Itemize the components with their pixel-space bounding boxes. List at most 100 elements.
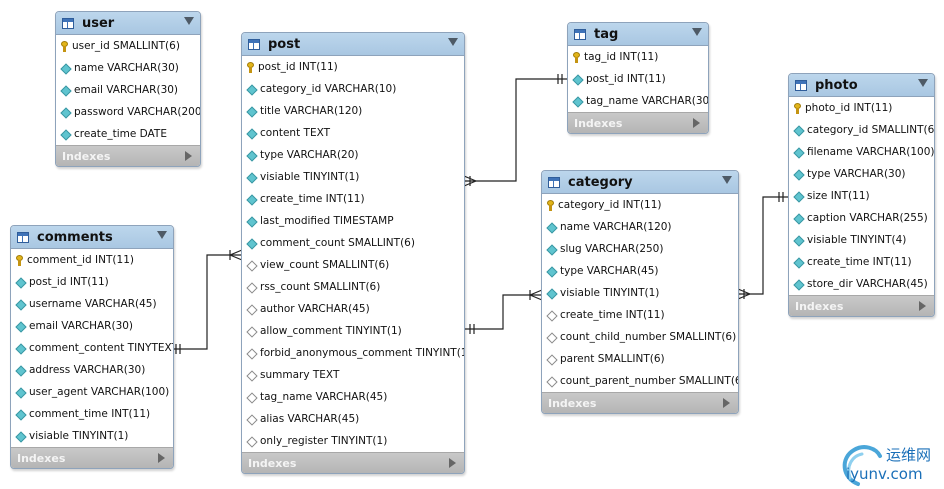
column-row[interactable]: forbid_anonymous_comment TINYINT(1) (242, 342, 464, 364)
column-row[interactable]: size INT(11) (789, 185, 934, 207)
expand-arrow-icon[interactable] (693, 118, 700, 128)
table-comments[interactable]: comments comment_id INT(11)post_id INT(1… (10, 225, 174, 469)
column-row[interactable]: category_id INT(11) (542, 194, 738, 216)
column-row[interactable]: allow_comment TINYINT(1) (242, 320, 464, 342)
column-row[interactable]: comment_count SMALLINT(6) (242, 232, 464, 254)
diamond-hollow-icon (547, 333, 556, 342)
column-row[interactable]: create_time INT(11) (542, 304, 738, 326)
column-row[interactable]: visiable TINYINT(1) (542, 282, 738, 304)
column-row[interactable]: tag_name VARCHAR(30) (568, 90, 708, 112)
collapse-arrow-icon[interactable] (184, 17, 194, 25)
column-row[interactable]: caption VARCHAR(255) (789, 207, 934, 229)
collapse-arrow-icon[interactable] (448, 38, 458, 46)
column-row[interactable]: visiable TINYINT(1) (242, 166, 464, 188)
column-row[interactable]: summary TEXT (242, 364, 464, 386)
table-post[interactable]: post post_id INT(11)category_id VARCHAR(… (241, 32, 465, 474)
table-header[interactable]: user (56, 12, 200, 35)
column-row[interactable]: create_time INT(11) (242, 188, 464, 210)
collapse-arrow-icon[interactable] (692, 28, 702, 36)
column-row[interactable]: username VARCHAR(45) (11, 293, 173, 315)
diamond-icon (247, 151, 256, 160)
table-header[interactable]: category (542, 171, 738, 194)
expand-arrow-icon[interactable] (919, 301, 926, 311)
column-row[interactable]: comment_id INT(11) (11, 249, 173, 271)
column-label: comment_count SMALLINT(6) (260, 237, 415, 249)
table-category[interactable]: category category_id INT(11)name VARCHAR… (541, 170, 739, 414)
column-label: comment_content TINYTEXT (29, 342, 174, 354)
column-row[interactable]: post_id INT(11) (242, 56, 464, 78)
column-row[interactable]: visiable TINYINT(1) (11, 425, 173, 447)
column-label: create_time INT(11) (260, 193, 365, 205)
column-row[interactable]: visiable TINYINT(4) (789, 229, 934, 251)
expand-arrow-icon[interactable] (449, 458, 456, 468)
column-row[interactable]: comment_time INT(11) (11, 403, 173, 425)
indexes-section[interactable]: Indexes (568, 112, 708, 133)
column-row[interactable]: photo_id INT(11) (789, 97, 934, 119)
column-label: password VARCHAR(200) (74, 106, 201, 118)
column-label: count_child_number SMALLINT(6) (560, 331, 737, 343)
column-row[interactable]: email VARCHAR(30) (56, 79, 200, 101)
column-row[interactable]: type VARCHAR(20) (242, 144, 464, 166)
column-row[interactable]: category_id SMALLINT(6) (789, 119, 934, 141)
diamond-icon (247, 195, 256, 204)
expand-arrow-icon[interactable] (158, 453, 165, 463)
collapse-arrow-icon[interactable] (722, 176, 732, 184)
expand-arrow-icon[interactable] (185, 151, 192, 161)
column-row[interactable]: post_id INT(11) (568, 68, 708, 90)
column-row[interactable]: tag_id INT(11) (568, 46, 708, 68)
indexes-section[interactable]: Indexes (242, 452, 464, 473)
column-row[interactable]: type VARCHAR(45) (542, 260, 738, 282)
indexes-section[interactable]: Indexes (56, 145, 200, 166)
column-row[interactable]: create_time INT(11) (789, 251, 934, 273)
column-row[interactable]: post_id INT(11) (11, 271, 173, 293)
table-header[interactable]: post (242, 33, 464, 56)
table-header[interactable]: tag (568, 23, 708, 46)
table-tag[interactable]: tag tag_id INT(11)post_id INT(11)tag_nam… (567, 22, 709, 134)
column-row[interactable]: content TEXT (242, 122, 464, 144)
column-row[interactable]: count_parent_number SMALLINT(6) (542, 370, 738, 392)
table-user[interactable]: user user_id SMALLINT(6)name VARCHAR(30)… (55, 11, 201, 167)
column-row[interactable]: name VARCHAR(30) (56, 57, 200, 79)
table-icon (248, 38, 260, 50)
indexes-section[interactable]: Indexes (11, 447, 173, 468)
column-row[interactable]: type VARCHAR(30) (789, 163, 934, 185)
column-row[interactable]: email VARCHAR(30) (11, 315, 173, 337)
column-row[interactable]: create_time DATE (56, 123, 200, 145)
column-row[interactable]: password VARCHAR(200) (56, 101, 200, 123)
table-photo[interactable]: photo photo_id INT(11)category_id SMALLI… (788, 73, 935, 317)
column-label: create_time DATE (74, 128, 167, 140)
diamond-icon (794, 192, 803, 201)
column-row[interactable]: name VARCHAR(120) (542, 216, 738, 238)
column-row[interactable]: last_modified TIMESTAMP (242, 210, 464, 232)
expand-arrow-icon[interactable] (723, 398, 730, 408)
column-row[interactable]: user_id SMALLINT(6) (56, 35, 200, 57)
column-label: visiable TINYINT(4) (807, 234, 907, 246)
column-row[interactable]: view_count SMALLINT(6) (242, 254, 464, 276)
column-row[interactable]: tag_name VARCHAR(45) (242, 386, 464, 408)
column-row[interactable]: count_child_number SMALLINT(6) (542, 326, 738, 348)
column-row[interactable]: filename VARCHAR(100) (789, 141, 934, 163)
indexes-section[interactable]: Indexes (542, 392, 738, 413)
column-row[interactable]: title VARCHAR(120) (242, 100, 464, 122)
column-row[interactable]: parent SMALLINT(6) (542, 348, 738, 370)
column-row[interactable]: address VARCHAR(30) (11, 359, 173, 381)
collapse-arrow-icon[interactable] (157, 231, 167, 239)
collapse-arrow-icon[interactable] (918, 79, 928, 87)
table-icon (62, 17, 74, 29)
table-header[interactable]: comments (11, 226, 173, 249)
column-row[interactable]: only_register TINYINT(1) (242, 430, 464, 452)
indexes-label: Indexes (548, 396, 597, 410)
column-row[interactable]: category_id VARCHAR(10) (242, 78, 464, 100)
indexes-section[interactable]: Indexes (789, 295, 934, 316)
column-row[interactable]: comment_content TINYTEXT (11, 337, 173, 359)
column-row[interactable]: store_dir VARCHAR(45) (789, 273, 934, 295)
column-row[interactable]: rss_count SMALLINT(6) (242, 276, 464, 298)
column-row[interactable]: slug VARCHAR(250) (542, 238, 738, 260)
table-icon (574, 28, 586, 40)
column-row[interactable]: alias VARCHAR(45) (242, 408, 464, 430)
column-row[interactable]: author VARCHAR(45) (242, 298, 464, 320)
diamond-icon (247, 217, 256, 226)
diamond-icon (16, 388, 25, 397)
column-row[interactable]: user_agent VARCHAR(100) (11, 381, 173, 403)
table-header[interactable]: photo (789, 74, 934, 97)
